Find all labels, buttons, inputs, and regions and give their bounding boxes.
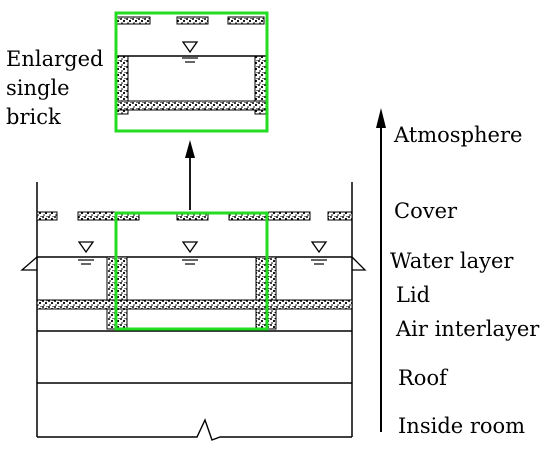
water-level-symbol [310, 241, 328, 265]
label-air-interlayer: Air interlayer [395, 317, 540, 341]
highlight-frame [114, 11, 269, 133]
label-lid: Lid [396, 283, 430, 307]
water-level-symbol [181, 41, 199, 63]
break-line-symbol [20, 256, 367, 271]
lid-layer [36, 299, 353, 310]
label-single: single [6, 76, 70, 100]
cover-tile [227, 16, 265, 25]
label-inside-room: Inside room [398, 414, 525, 438]
cover-tile [77, 211, 140, 221]
cover-tile [36, 211, 58, 221]
highlight-frame [114, 211, 269, 331]
cover-tile [228, 211, 311, 221]
arrow-up-icon [376, 108, 386, 432]
lid-layer [116, 100, 267, 111]
cover-tile [116, 16, 151, 25]
cover-tile [176, 16, 209, 25]
enlarged-brick [114, 11, 269, 133]
label-roof: Roof [398, 366, 449, 390]
brick-wall [116, 256, 128, 330]
break-line-symbol [37, 418, 352, 441]
label-water-layer: Water layer [390, 249, 514, 273]
label-cover: Cover [394, 199, 458, 223]
label-brick: brick [6, 105, 61, 129]
cover-tile [327, 211, 353, 221]
label-enlarged: Enlarged [6, 47, 103, 71]
water-level-symbol [181, 241, 199, 265]
roof-section [20, 182, 367, 441]
arrow-up-icon [185, 140, 195, 210]
water-level-symbol [77, 241, 95, 265]
brick-wall [255, 256, 267, 330]
label-atmosphere: Atmosphere [393, 123, 522, 147]
